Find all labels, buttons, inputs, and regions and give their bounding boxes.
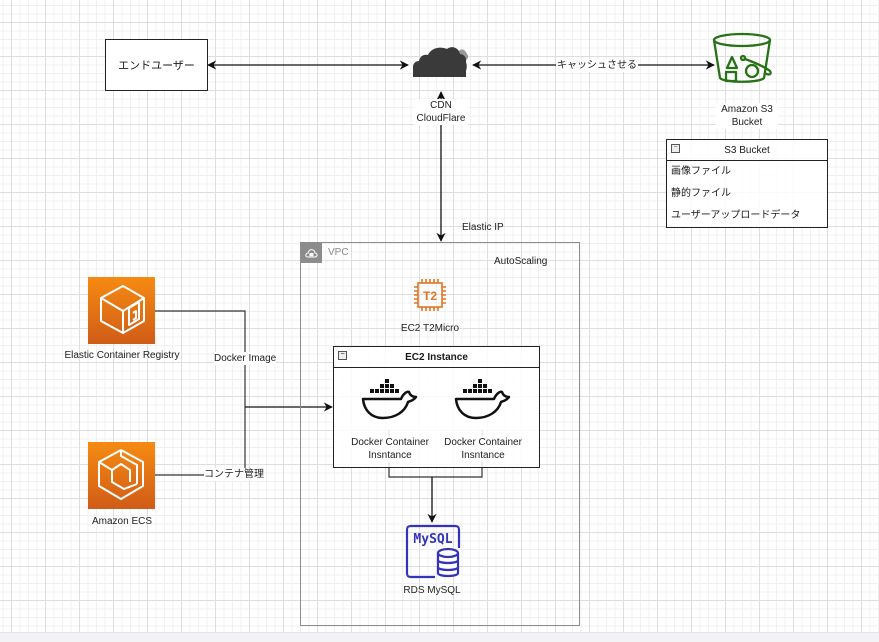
ec2-instance-header: − EC2 Instance: [334, 347, 539, 368]
edge-label-container-mgmt: コンテナ管理: [204, 468, 264, 481]
edge-containers-join[interactable]: [388, 462, 483, 478]
ec2-t2-label: EC2 T2Micro: [400, 323, 460, 334]
s3-label-line2: Bucket: [731, 117, 763, 128]
cloud-icon: [413, 47, 469, 77]
docker-container-node-2[interactable]: [454, 378, 512, 422]
bottom-status-bar: [0, 632, 879, 642]
ecs-label: Amazon ECS: [91, 516, 153, 527]
cdn-label-line2: CloudFlare: [416, 113, 466, 124]
s3-bucket-list[interactable]: − S3 Bucket 画像ファイル 静的ファイル ユーザーアップロードデータ: [666, 139, 828, 228]
s3-label-line1: Amazon S3: [721, 104, 773, 115]
cdn-label: CDN CloudFlare: [414, 99, 468, 125]
cloudflare-node[interactable]: [410, 43, 470, 79]
edge-label-elastic-ip: Elastic IP: [462, 222, 504, 233]
list-item[interactable]: ユーザーアップロードデータ: [671, 210, 801, 221]
vpc-label: VPC: [328, 247, 349, 258]
docker-container-label-2: Docker Container Insntance: [437, 436, 529, 462]
docker-container-node-1[interactable]: [361, 378, 419, 422]
vpc-cloud-lock-icon: [301, 243, 322, 263]
ecr-label: Elastic Container Registry: [64, 350, 180, 361]
ecs-node[interactable]: [88, 442, 155, 509]
rds-label: RDS MySQL: [403, 585, 461, 596]
cdn-label-line1: CDN: [430, 100, 452, 111]
s3-bucket-list-title: S3 Bucket: [724, 144, 770, 156]
edge-label-cache: キャッシュさせる: [556, 59, 638, 72]
docker-container-label-2-line2: Insntance: [461, 450, 505, 461]
docker-container-label-1-line2: Insntance: [368, 450, 412, 461]
ecr-registry-icon: [100, 285, 145, 334]
edge-ecr-ecs[interactable]: [155, 310, 246, 476]
collapse-toggle-icon[interactable]: −: [338, 351, 347, 360]
rds-mysql-icon: MySQL: [405, 524, 461, 579]
ecs-cluster-icon: [98, 449, 144, 500]
rds-mysql-node[interactable]: MySQL: [405, 524, 462, 579]
ec2-t2-chip-icon: T2: [414, 279, 446, 311]
end-user-box[interactable]: エンドユーザー: [105, 39, 208, 91]
rds-badge: MySQL: [413, 532, 452, 547]
ec2-t2-node[interactable]: T2: [412, 277, 448, 313]
docker-whale-icon: [454, 379, 511, 420]
vpc-group[interactable]: VPC: [300, 242, 580, 626]
ecr-node[interactable]: [88, 277, 155, 344]
docker-container-label-1-line1: Docker Container: [351, 437, 429, 448]
s3-node[interactable]: [712, 30, 778, 84]
autoscaling-label: AutoScaling: [494, 256, 548, 267]
list-item[interactable]: 静的ファイル: [671, 188, 731, 199]
docker-container-label-2-line1: Docker Container: [444, 437, 522, 448]
list-item[interactable]: 画像ファイル: [671, 166, 731, 177]
collapse-toggle-icon[interactable]: −: [671, 144, 680, 153]
s3-bucket-icon: [712, 32, 772, 83]
s3-label: Amazon S3 Bucket: [716, 103, 778, 129]
docker-container-label-1: Docker Container Insntance: [344, 436, 436, 462]
edge-label-docker-image: Docker Image: [214, 352, 277, 365]
ec2-instance-group[interactable]: − EC2 Instance: [333, 346, 540, 468]
end-user-label: エンドユーザー: [118, 60, 195, 72]
docker-whale-icon: [361, 379, 418, 420]
s3-bucket-list-header: − S3 Bucket: [667, 140, 827, 161]
ec2-instance-title: EC2 Instance: [405, 351, 468, 363]
ec2-t2-badge: T2: [423, 289, 437, 303]
